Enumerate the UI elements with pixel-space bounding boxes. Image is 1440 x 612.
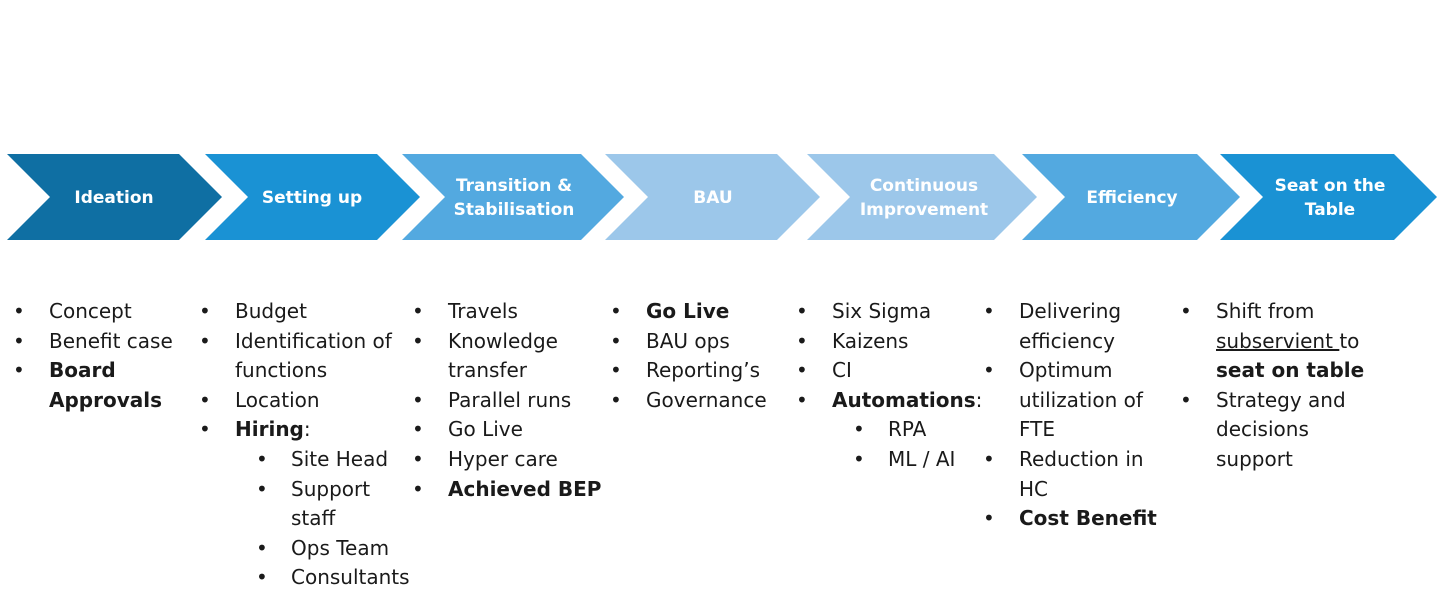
list-item: Travels xyxy=(412,297,607,327)
list-item: Parallel runs xyxy=(412,386,607,416)
list-item: Automations: RPA ML / AI xyxy=(796,386,986,475)
list-item: Site Head xyxy=(256,445,414,475)
stage-label: Table xyxy=(1305,200,1355,220)
list-item: Budget xyxy=(199,297,414,327)
stage-label: Ideation xyxy=(74,188,153,208)
list-item: Achieved BEP xyxy=(412,475,607,505)
list-item: Benefit case xyxy=(13,327,198,357)
stage-label: Transition & xyxy=(456,176,572,196)
stage-label: BAU xyxy=(693,188,732,208)
list-item: Consultants xyxy=(256,563,414,593)
stage-chevron xyxy=(1022,154,1240,240)
list-item: Six Sigma xyxy=(796,297,986,327)
stage-chevron xyxy=(402,154,624,240)
stage-label: Stabilisation xyxy=(454,200,575,220)
stage-chevron xyxy=(7,154,222,240)
stage-chevron xyxy=(605,154,820,240)
list-item: Cost Benefit xyxy=(983,504,1168,534)
list-item: Reporting’s xyxy=(610,356,795,386)
list-item: RPA xyxy=(853,415,986,445)
list-item: Kaizens xyxy=(796,327,986,357)
list-item: Go Live xyxy=(412,415,607,445)
stage-chevron xyxy=(807,154,1037,240)
list-item: CI xyxy=(796,356,986,386)
continuous-improvement-list: Six Sigma Kaizens CI Automations: RPA ML… xyxy=(796,297,986,475)
stage-label: Efficiency xyxy=(1086,188,1177,208)
list-item: BAU ops xyxy=(610,327,795,357)
list-item: Ops Team xyxy=(256,534,414,564)
stage-chevron xyxy=(1220,154,1437,240)
list-item: Go Live xyxy=(610,297,795,327)
stage-label: Setting up xyxy=(262,188,362,208)
stage-label: Improvement xyxy=(860,200,988,220)
stage-chevron xyxy=(205,154,420,240)
bau-list: Go Live BAU ops Reporting’s Governance xyxy=(610,297,795,415)
list-item: Governance xyxy=(610,386,795,416)
stage-label: Seat on the xyxy=(1275,176,1386,196)
list-item: ML / AI xyxy=(853,445,986,475)
list-item: Location xyxy=(199,386,414,416)
list-item: Hyper care xyxy=(412,445,607,475)
list-item: Concept xyxy=(13,297,198,327)
stage-label: Continuous xyxy=(870,176,978,196)
